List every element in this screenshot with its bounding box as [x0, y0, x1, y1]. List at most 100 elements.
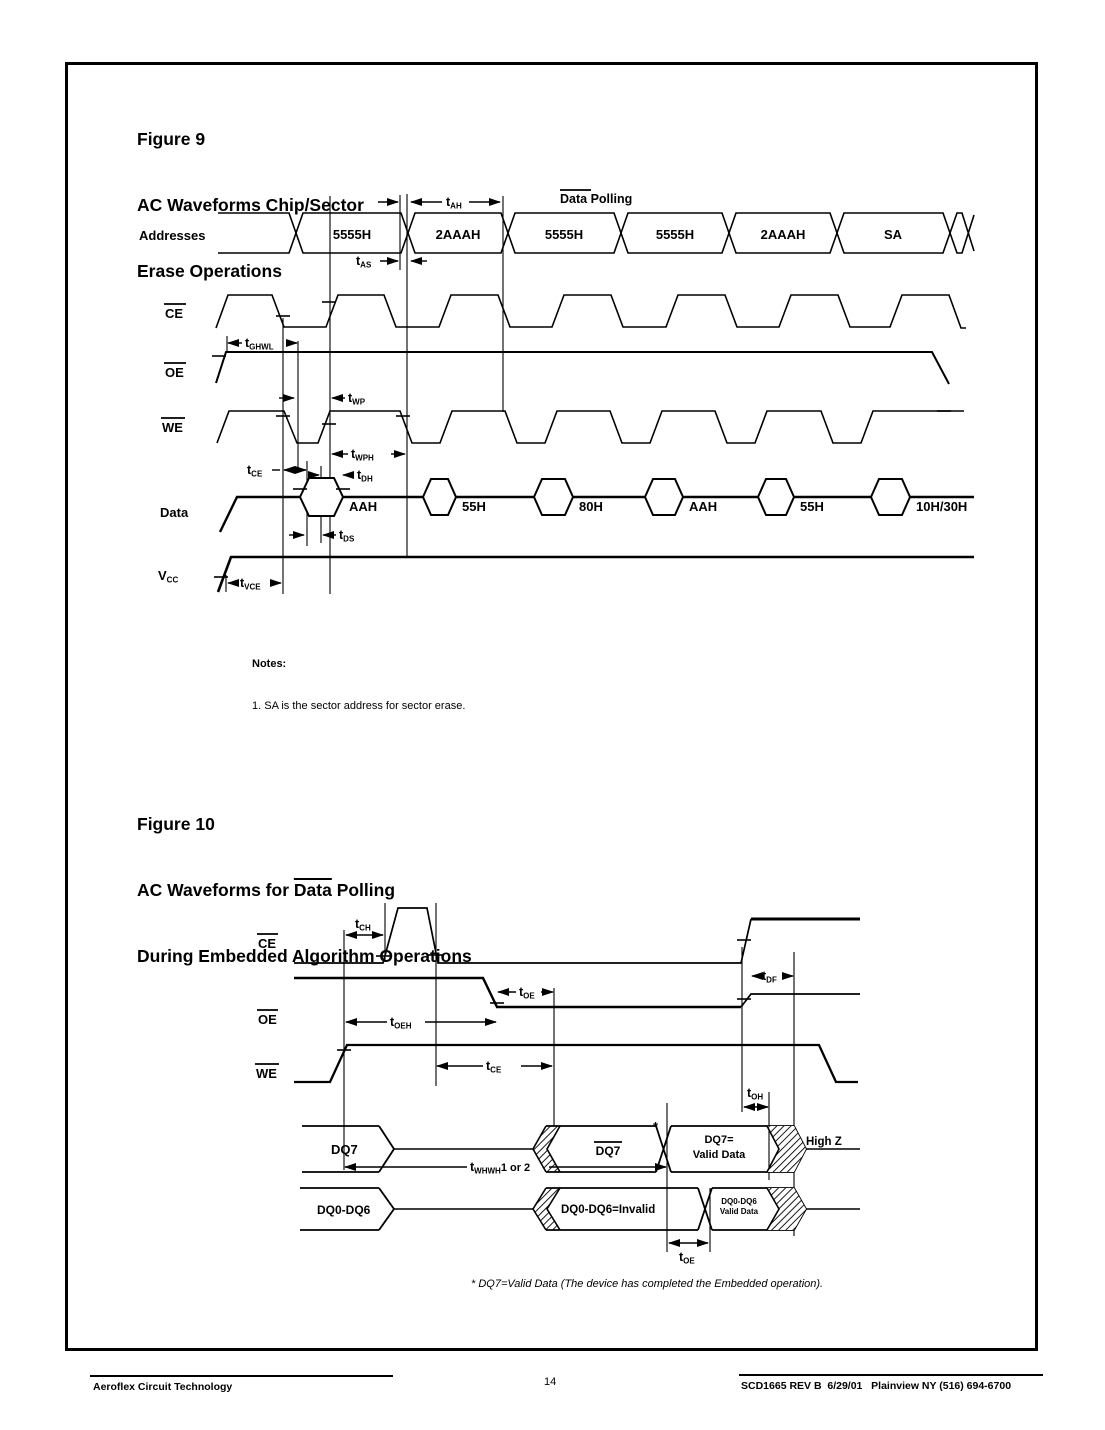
data-polling-word: Data — [560, 192, 588, 206]
fig9-reference-lines — [225, 194, 504, 594]
figure9-title-line1: Figure 9 — [137, 129, 206, 149]
svg-text:tDF: tDF — [762, 969, 777, 985]
svg-text:tVCE: tVCE — [240, 576, 261, 592]
dq06-valid-line1: DQ0-DQ6 — [721, 1197, 757, 1206]
fig10-oe-waveform — [294, 976, 860, 1009]
svg-text:DQ7: DQ7 — [596, 1144, 621, 1158]
fig10-dim-twhwh: tWHWH1 or 2 — [344, 1160, 667, 1176]
dq7-signal-label: DQ7 — [331, 1142, 358, 1157]
figure10-title-line2: AC Waveforms for Data Polling — [137, 880, 396, 900]
fig10-dim-toe-bottom: tOE — [668, 1239, 709, 1266]
oe-signal-label: OE — [258, 1012, 277, 1027]
svg-text:tWPH: tWPH — [351, 447, 374, 463]
fig9-ce-label: CE — [164, 303, 186, 321]
address-value-5: 2AAAH — [761, 227, 806, 242]
footer-company: Aeroflex Circuit Technology — [93, 1381, 233, 1393]
svg-text:tAH: tAH — [446, 195, 462, 211]
fig10-we-label: WE — [255, 1063, 279, 1081]
fig9-data-waveform — [218, 477, 974, 533]
figure10-title: Figure 10 AC Waveforms for Data Polling … — [137, 769, 472, 1011]
fig9-oe-label: OE — [164, 362, 186, 380]
footer-page-number: 14 — [544, 1376, 557, 1388]
footer-rule-left — [90, 1375, 393, 1377]
figure10-title-line1: Figure 10 — [137, 814, 215, 834]
fig9-data-polling-label: Data Polling — [560, 189, 632, 206]
figure10-footnote: * DQ7=Valid Data (The device has complet… — [471, 1278, 824, 1290]
data-value-3: 80H — [579, 499, 603, 514]
dq7-bar-label: DQ7 — [594, 1141, 622, 1158]
fig9-dim-tvce: tVCE — [227, 576, 282, 592]
fig9-vcc-waveform — [214, 555, 974, 593]
dq06-invalid-label: DQ0-DQ6=Invalid — [561, 1204, 655, 1216]
fig10-dq7-waveform — [302, 1125, 860, 1173]
data-value-5: 55H — [800, 499, 824, 514]
svg-text:tOE: tOE — [679, 1250, 695, 1266]
fig9-dim-twph: tWPH — [331, 447, 406, 463]
svg-text:Data Polling: Data Polling — [560, 192, 632, 206]
data-value-1: AAH — [349, 499, 377, 514]
high-z-label: High Z — [806, 1136, 842, 1148]
dq06-hatch-right — [767, 1188, 806, 1230]
dq7-hatch-right — [767, 1126, 806, 1172]
note-1: 1. SA is the sector address for sector e… — [252, 700, 466, 712]
fig9-dim-tas: tAS — [356, 254, 427, 270]
footer-doc-info: SCD1665 REV B 6/29/01 Plainview NY (516)… — [741, 1380, 1012, 1392]
fig10-reference-lines — [343, 903, 795, 1252]
fig9-ce-waveform — [215, 294, 966, 329]
figure9-title: Figure 9 AC Waveforms Chip/Sector Erase … — [137, 84, 364, 326]
svg-text:tCE: tCE — [247, 463, 263, 479]
fig10-dim-tch: tCH — [345, 917, 384, 939]
ce-signal-label: CE — [258, 936, 276, 951]
dq7-valid-line2: Valid Data — [693, 1149, 746, 1161]
figure9-title-line3: Erase Operations — [137, 261, 282, 281]
data-value-2: 55H — [462, 499, 486, 514]
fig9-dim-twp: tWP — [279, 391, 366, 407]
address-value-3: 5555H — [545, 227, 583, 242]
fig10-ce-waveform — [294, 907, 860, 964]
data-signal-label: Data — [160, 505, 189, 520]
address-value-6: SA — [884, 227, 903, 242]
we-signal-label: WE — [256, 1066, 277, 1081]
fig10-dq06-waveform — [300, 1187, 860, 1231]
svg-text:tDS: tDS — [339, 528, 355, 544]
svg-text:tOE: tOE — [519, 985, 535, 1001]
figure10-title-line3: During Embedded Algorithm Operations — [137, 946, 472, 966]
fig10-we-waveform — [294, 1043, 858, 1084]
address-value-4: 5555H — [656, 227, 694, 242]
svg-text:tWP: tWP — [348, 391, 366, 407]
fig9-dim-tghwl: tGHWL — [227, 336, 298, 352]
fig10-dim-toh: tOH — [743, 1086, 769, 1111]
ce-signal-label: CE — [165, 306, 183, 321]
data-value-4: AAH — [689, 499, 717, 514]
address-value-2: 2AAAH — [436, 227, 481, 242]
address-value-1: 5555H — [333, 227, 371, 242]
svg-text:tGHWL: tGHWL — [245, 336, 274, 352]
dq7-valid-line1: DQ7= — [704, 1134, 733, 1146]
svg-text:tCH: tCH — [355, 917, 371, 933]
fig10-dim-toeh: tOEH — [345, 1015, 497, 1031]
addresses-signal-label: Addresses — [139, 228, 205, 243]
figure9-waveform-diagram: 5555H 2AAAH 5555H 5555H 2AAAH SA Data Po… — [139, 189, 975, 594]
fig9-oe-waveform — [212, 351, 950, 385]
svg-text:tCE: tCE — [486, 1059, 502, 1075]
fig9-address-bus — [218, 212, 975, 254]
vcc-signal-label: VCC — [158, 568, 178, 585]
svg-text:tOEH: tOEH — [390, 1015, 412, 1031]
fig9-dim-tah: tAH — [378, 195, 501, 211]
fig10-dim-toe-top: tOE — [497, 985, 554, 1001]
asterisk-marker: * — [653, 1119, 659, 1134]
fig9-we-label: WE — [161, 417, 185, 435]
svg-text:tAS: tAS — [356, 254, 372, 270]
figure10-waveform-diagram: CE tCH tDF OE tOE tOEH — [255, 903, 860, 1266]
data-value-6: 10H/30H — [916, 499, 967, 514]
we-signal-label: WE — [162, 420, 183, 435]
fig9-we-waveform — [216, 410, 964, 444]
svg-text:tOH: tOH — [747, 1086, 763, 1102]
svg-text:tWHWH1 or 2: tWHWH1 or 2 — [470, 1160, 530, 1176]
oe-signal-label: OE — [165, 365, 184, 380]
fig10-dim-tdf: tDF — [751, 969, 794, 985]
figure9-title-line2: AC Waveforms Chip/Sector — [137, 195, 364, 215]
page-border — [65, 62, 1038, 1351]
fig9-dim-tdh: tDH — [308, 468, 373, 484]
